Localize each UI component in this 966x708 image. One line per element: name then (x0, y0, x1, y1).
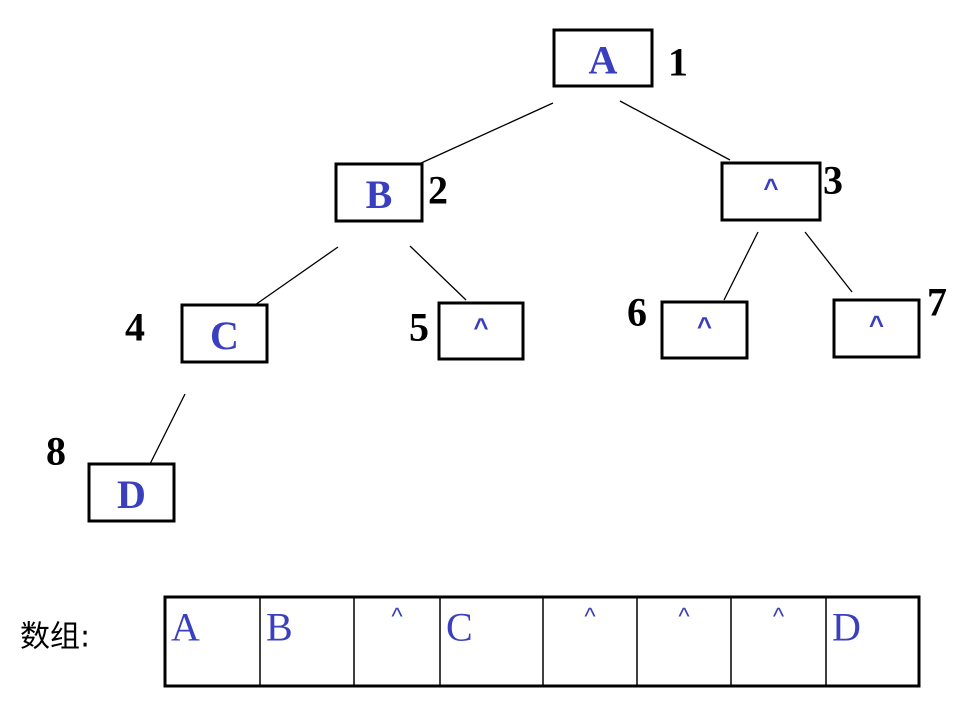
array-storage: 数组: A B ^ C ^ ^ ^ D (20, 595, 921, 688)
tree-node-index: 4 (125, 305, 145, 350)
tree-node-box (660, 300, 749, 360)
tree-edge-4-8 (149, 393, 186, 465)
tree-node-index: 1 (668, 40, 688, 85)
tree-node-7: ^7 (832, 280, 947, 359)
tree-edge-1-2 (418, 102, 554, 165)
array-cell-2: B (266, 605, 293, 650)
tree-node-value: ^ (763, 173, 778, 203)
tree-node-value: D (117, 472, 146, 517)
tree-node-box (437, 301, 525, 361)
tree-node-box (832, 298, 921, 359)
array-cell-3: ^ (391, 604, 403, 631)
tree-node-box (552, 28, 654, 88)
tree-node-index: 2 (428, 168, 448, 213)
tree-node-value: ^ (697, 311, 712, 341)
tree-node-value: ^ (869, 310, 884, 340)
tree-node-value: A (589, 38, 618, 83)
array-cell-5: ^ (584, 604, 596, 631)
array-frame (163, 595, 921, 688)
tree-edge-2-5 (409, 245, 467, 301)
tree-node-index: 7 (927, 280, 947, 325)
tree-node-index: 3 (823, 158, 843, 203)
tree-node-box (87, 462, 176, 523)
tree-node-index: 5 (409, 305, 429, 350)
array-cell-6: ^ (678, 604, 690, 631)
tree-edge-3-7 (804, 231, 853, 293)
array-cell-8: D (832, 605, 861, 650)
tree-node-3: ^3 (720, 158, 843, 222)
array-cell-4: C (446, 605, 473, 650)
tree-node-index: 8 (46, 429, 66, 474)
array-caption: 数组: (20, 620, 90, 655)
tree-node-6: ^6 (627, 290, 749, 360)
tree-edge-3-6 (723, 231, 759, 301)
tree-node-box (720, 161, 822, 222)
tree-node-5: ^5 (409, 301, 525, 361)
tree-node-value: ^ (473, 312, 488, 342)
tree-node-box (334, 162, 424, 223)
tree-edge-2-4 (254, 246, 339, 306)
array-cell-1: A (171, 605, 200, 650)
tree-node-value: B (366, 172, 393, 217)
tree-node-8: D8 (46, 429, 176, 523)
tree-edges (149, 100, 853, 465)
tree-node-index: 6 (627, 290, 647, 335)
array-cell-7: ^ (773, 604, 785, 631)
tree-edge-1-3 (619, 100, 731, 161)
tree-node-4: C4 (125, 303, 269, 364)
tree-node-box (180, 303, 269, 364)
tree-node-value: C (210, 313, 239, 358)
